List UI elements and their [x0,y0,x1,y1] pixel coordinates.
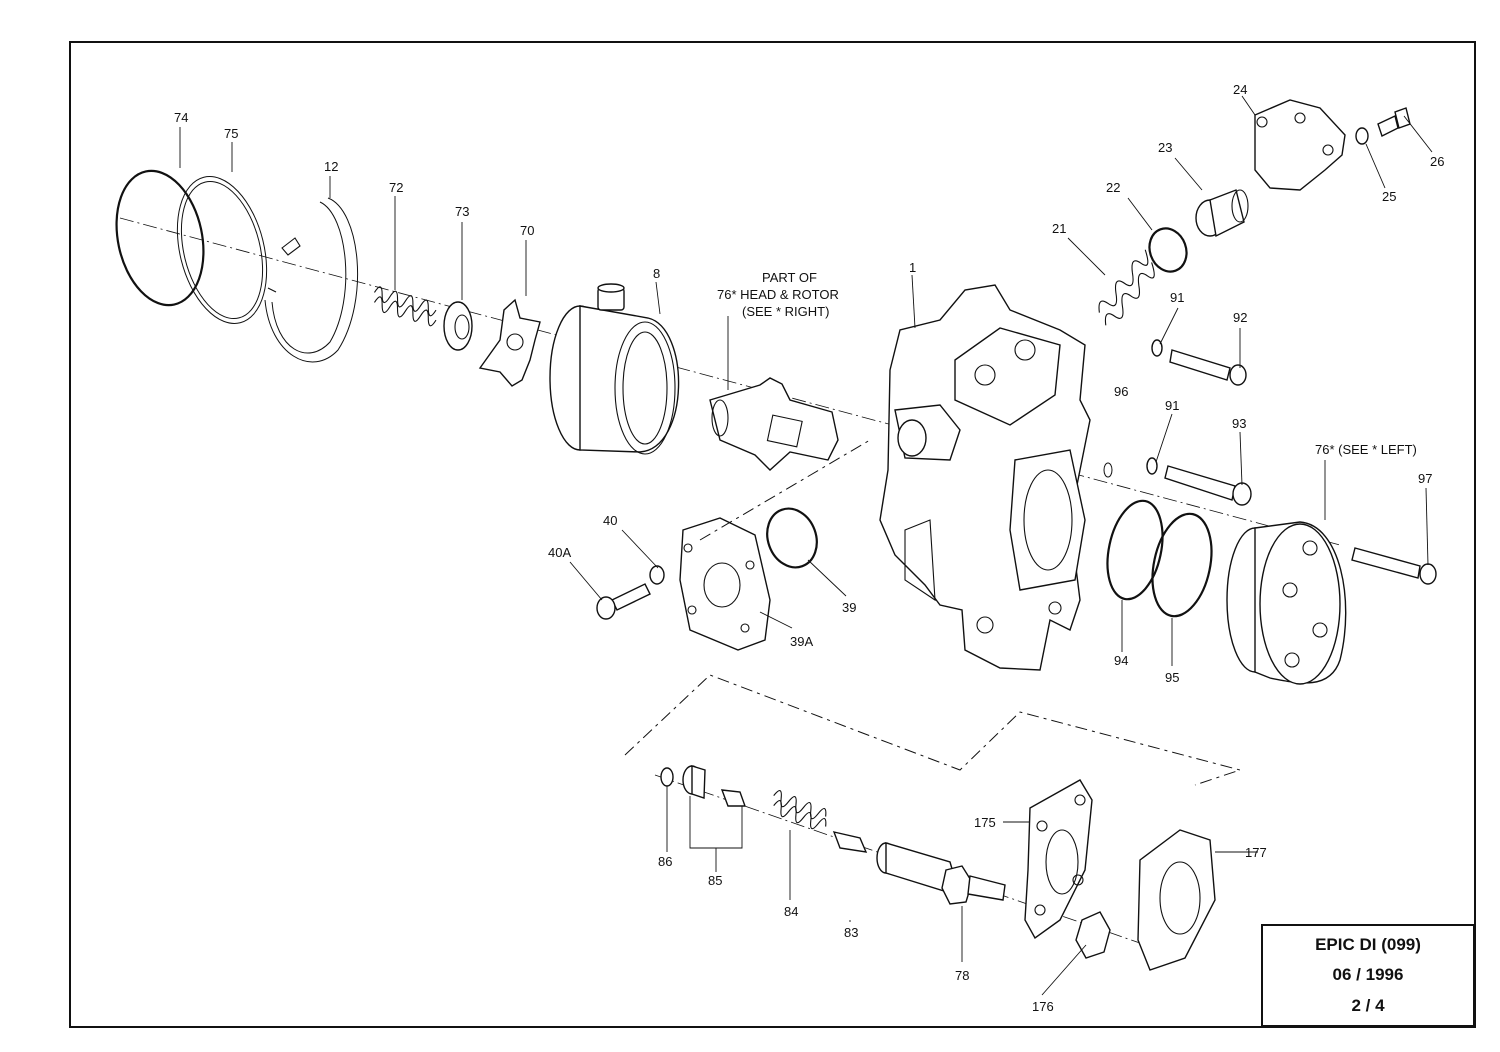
callout-95: 95 [1165,670,1179,685]
part-8-cam-ring [549,283,680,455]
callout-92: 92 [1233,310,1247,325]
callout-93: 93 [1232,416,1246,431]
callout-40: 40 [603,513,617,528]
note-see-left: 76* (SEE * LEFT) [1315,442,1417,457]
part-76-head-rotor [709,377,839,471]
callout-176: 176 [1032,999,1054,1014]
part-83-pin [832,831,868,853]
callout-73: 73 [455,204,469,219]
part-85-poppet [682,765,746,807]
part-78-adjuster [876,842,1006,905]
callout-labels: 74 75 12 72 73 70 8 1 21 22 23 24 25 26 … [174,82,1444,1014]
subassembly-outline [624,674,1242,786]
callout-74: 74 [174,110,188,125]
callout-97: 97 [1418,471,1432,486]
part-70-vane [478,298,541,387]
part-21-spring [1098,249,1155,326]
part-175-gasket [1024,779,1093,940]
callout-96: 96 [1114,384,1128,399]
callout-75: 75 [224,126,238,141]
part-24-cover [1254,99,1346,191]
assembly-centerline [119,217,1341,546]
part-72-spring [373,286,437,327]
part-75-ring [176,176,268,324]
drawing-border [69,41,1476,1028]
part-95-o-ring [1151,512,1213,618]
part-92-bolt [1151,339,1247,386]
callout-91-lower: 91 [1165,398,1179,413]
part-97-screw [1351,547,1437,585]
part-86-washer [660,767,674,787]
callout-175: 175 [974,815,996,830]
callout-86: 86 [658,854,672,869]
part-23-plug [1195,189,1249,238]
callout-85: 85 [708,873,722,888]
head-rotor-note: PART OF 76* HEAD & ROTOR (SEE * RIGHT) [717,270,839,319]
callout-70: 70 [520,223,534,238]
callout-23: 23 [1158,140,1172,155]
part-22-o-ring [1148,227,1188,273]
title-block: EPIC DI (099) 06 / 1996 2 / 4 [1261,924,1475,1027]
part-94-o-ring [1106,499,1164,601]
callout-72: 72 [389,180,403,195]
callout-8: 8 [653,266,660,281]
callout-39A: 39A [790,634,813,649]
part-74-ring [115,169,205,307]
part-25-washer [1355,127,1369,145]
callout-177: 177 [1245,845,1267,860]
note-see-right: (SEE * RIGHT) [742,304,829,319]
part-12-snap-ring [264,197,359,363]
callout-12: 12 [324,159,338,174]
part-40-washer [649,565,665,585]
flange-dash-line [699,439,871,541]
title-block-date: 06 / 1996 [1333,965,1404,984]
part-177-cover [1137,829,1216,971]
callout-22: 22 [1106,180,1120,195]
callout-83: 83 [844,925,858,940]
callout-24: 24 [1233,82,1247,97]
callout-91-upper: 91 [1170,290,1184,305]
part-39A-flange [679,517,771,651]
part-40A-screw [596,583,651,620]
callout-26: 26 [1430,154,1444,169]
callout-84: 84 [784,904,798,919]
part-1-pump-body [879,284,1091,671]
part-73-seal [443,301,473,351]
part-26-screw [1377,107,1411,137]
title-block-model: EPIC DI (099) [1315,935,1421,954]
callout-94: 94 [1114,653,1128,668]
callout-1: 1 [909,260,916,275]
part-39-o-ring [766,507,818,569]
title-block-page: 2 / 4 [1351,996,1385,1015]
part-76-end-head [1226,521,1347,685]
callout-25: 25 [1382,189,1396,204]
callout-21: 21 [1052,221,1066,236]
callout-40A: 40A [548,545,571,560]
leader-lines [179,95,1433,996]
part-96-small-ring [1103,462,1113,478]
note-head-rotor: 76* HEAD & ROTOR [717,287,839,302]
part-84-spring [773,790,827,830]
part-93-bolt [1146,457,1252,506]
callout-78: 78 [955,968,969,983]
note-part-of: PART OF [762,270,817,285]
callout-39: 39 [842,600,856,615]
